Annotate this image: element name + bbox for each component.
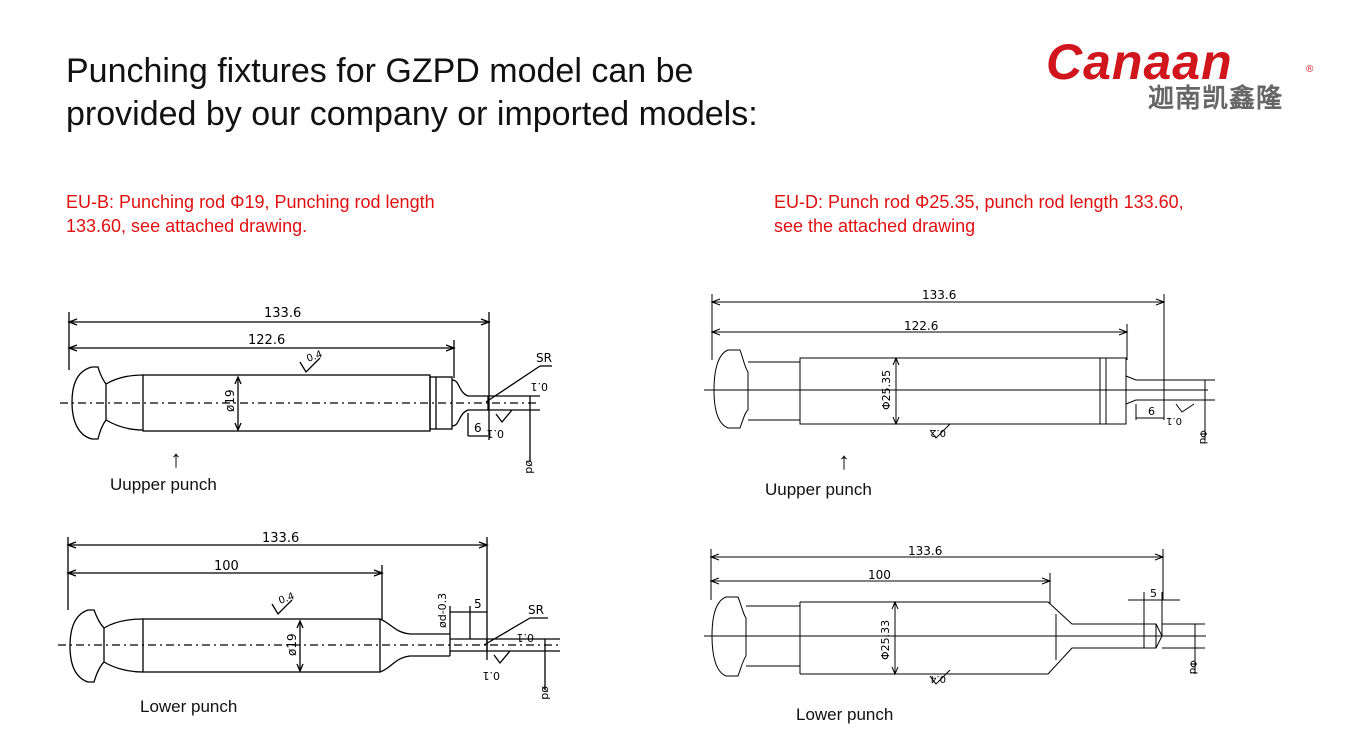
eu-b-lower-dim-body: 100 [214,559,239,574]
page-title: Punching fixtures for GZPD model can be … [66,50,966,136]
eu-d-upper-dim-tip: 6 [1148,405,1155,418]
eu-b-lower-dim-total: 133.6 [262,531,299,546]
eu-d-upper-dim-d: Φd [1197,430,1208,444]
eu-b-upper-roughness: 0.4 [305,349,324,365]
logo-chinese-name: 迦南凯鑫隆 [1148,84,1284,114]
eu-b-upper-dim-body: 122.6 [248,333,285,348]
eu-d-description-line-2: see the attached drawing [774,216,976,236]
eu-b-lower-dim-tip-angle: 0.1 [483,669,501,682]
eu-d-lower-dim-d: Φd [1187,660,1198,674]
eu-d-upper-arrow: ↑ [838,448,850,475]
eu-b-lower-dim-sr-value: 0.1 [517,631,535,644]
eu-b-upper-dim-sr-value: 0.1 [531,380,549,393]
eu-d-lower-dim-total: 133.6 [908,544,942,558]
eu-b-upper-dim-sr: SR [536,351,552,365]
eu-b-upper-dim-tip: 6 [474,421,482,435]
eu-b-lower-roughness: 0.4 [277,591,296,607]
eu-b-description-line-1: EU-B: Punching rod Φ19, Punching rod len… [66,192,435,212]
logo-registered-mark: ® [1306,64,1314,75]
eu-b-upper-dim-dia: ø19 [223,389,237,412]
eu-d-description-line-1: EU-D: Punch rod Φ25.35, punch rod length… [774,192,1184,212]
eu-b-lower-dim-neck: ød-0.3 [436,593,449,628]
eu-d-lower-roughness: 0.4 [930,673,946,684]
eu-b-lower-dim-d: ød [539,686,552,700]
eu-d-lower-dim-body: 100 [868,568,891,582]
logo-wordmark: Canaan [1046,34,1233,90]
eu-d-lower-caption: Lower punch [796,705,894,724]
eu-b-upper-arrow: ↑ [170,446,182,473]
page-title-line-1: Punching fixtures for GZPD model can be [66,52,694,90]
eu-b-lower-dim-sr: SR [528,603,544,617]
eu-d-upper-dim-total: 133.6 [922,288,956,302]
eu-b-upper-caption: Uupper punch [110,475,217,494]
eu-d-lower-dim-dia: Φ25.33 [879,620,892,660]
eu-b-upper-dim-total: 133.6 [264,306,301,321]
eu-d-upper-dim-tip-angle: 0.1 [1166,415,1182,426]
eu-b-lower-dim-tip: 5 [474,597,482,611]
eu-d-upper-caption: Uupper punch [765,480,872,499]
eu-d-description: EU-D: Punch rod Φ25.35, punch rod length… [774,190,1294,238]
eu-d-upper-dim-dia: Φ25.35 [880,370,893,410]
eu-b-lower-caption: Lower punch [140,697,238,716]
eu-d-upper-roughness: 0.2 [930,427,946,438]
canaan-logo: Canaan ® 迦南凯鑫隆 [1046,34,1326,118]
eu-d-upper-dim-body: 122.6 [904,319,938,333]
eu-b-lower-dim-dia: ø19 [285,633,299,656]
eu-b-description-line-2: 133.60, see attached drawing. [66,216,308,236]
eu-b-description: EU-B: Punching rod Φ19, Punching rod len… [66,190,526,238]
eu-d-lower-dim-tip: 5 [1150,587,1157,600]
eu-b-upper-dim-tip-angle: 0.1 [487,427,505,440]
page-title-line-2: provided by our company or imported mode… [66,95,758,133]
eu-b-upper-dim-d: ød [523,460,536,474]
